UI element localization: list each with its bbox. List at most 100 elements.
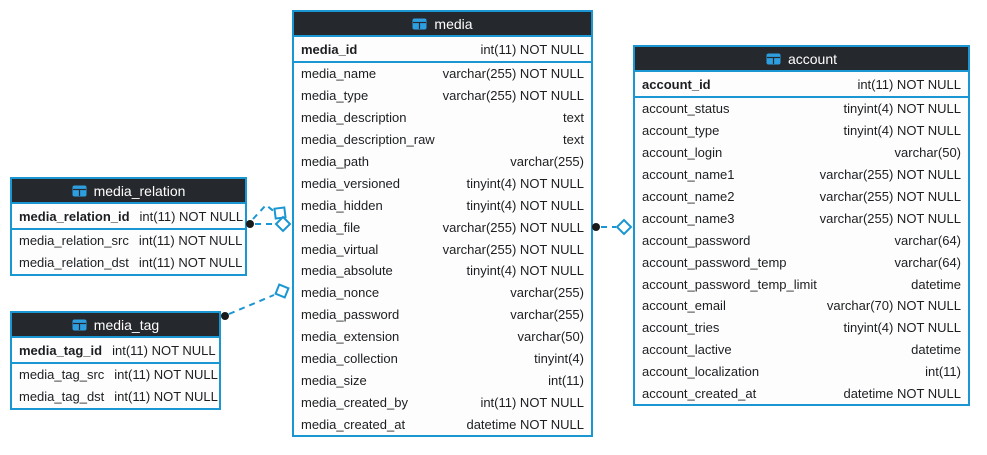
table-row[interactable]: account_name2 varchar(255) NOT NULL [635,186,968,208]
field-name: media_type [301,88,369,104]
field-name: account_type [642,123,720,139]
field-name: account_created_at [642,386,757,402]
field-name: media_versioned [301,175,401,191]
table-row[interactable]: media_tag_src int(11) NOT NULL [12,364,219,386]
field-name: media_absolute [301,263,393,279]
relationship-diamond [273,206,287,220]
relationship-line [252,203,277,220]
field-type: varchar(255) [510,307,584,323]
field-type: varchar(255) NOT NULL [442,66,584,82]
field-name: account_email [642,298,726,314]
field-type: varchar(255) [510,285,584,301]
table-row[interactable]: account_name3 varchar(255) NOT NULL [635,207,968,229]
field-name: account_lactive [642,342,732,358]
field-name: media_tag_src [19,367,105,383]
relationship-diamond [274,215,292,233]
field-type: datetime [911,342,961,358]
field-type: varchar(255) NOT NULL [819,210,961,226]
table-row[interactable]: account_lactive datetime [635,339,968,361]
field-name: account_localization [642,364,760,380]
table-row[interactable]: account_localization int(11) [635,361,968,383]
field-type: varchar(64) [894,232,961,248]
field-type: varchar(70) NOT NULL [826,298,961,314]
table-row[interactable]: media_name varchar(255) NOT NULL [294,63,591,85]
relationship-media-relation-media [246,203,292,233]
relationship-dot [592,223,600,231]
table-title: media [434,15,473,32]
field-type: varchar(255) NOT NULL [819,189,961,204]
table-header[interactable]: media [294,12,591,37]
field-type: int(11) NOT NULL [480,394,584,410]
field-type: int(11) [548,372,584,388]
field-name: account_name3 [642,210,735,226]
field-type: int(11) [925,364,961,380]
table-icon [72,185,87,196]
field-name: account_status [642,101,730,117]
field-type: tinyint(4) NOT NULL [466,175,584,191]
field-type: datetime [911,276,961,292]
field-type: varchar(255) NOT NULL [442,88,584,104]
field-type: varchar(64) [894,254,961,270]
table-header[interactable]: media_tag [12,313,219,338]
field-name: media_created_at [301,416,406,432]
field-name: media_name [301,66,377,82]
field-name: account_name2 [642,189,735,204]
field-type: text [563,132,584,148]
table-icon [412,18,427,29]
table-icon [72,319,87,330]
field-type: tinyint(4) [534,351,584,367]
table-title: account [787,50,838,67]
field-name: media_tag_id [19,342,103,358]
table-header[interactable]: media_relation [12,179,245,204]
table-row-primary-key[interactable]: media_tag_id int(11) NOT NULL [12,338,219,364]
table-row[interactable]: account_email varchar(70) NOT NULL [635,295,968,317]
field-name: account_login [642,145,723,161]
field-name: media_size [301,372,367,388]
table-header[interactable]: account [635,47,968,72]
field-name: media_id [301,41,358,57]
table-row[interactable]: media_versioned tinyint(4) NOT NULL [294,172,591,194]
table-row[interactable]: media_type varchar(255) NOT NULL [294,85,591,107]
field-name: account_tries [642,320,720,336]
field-name: media_relation_id [19,208,130,224]
field-type: int(11) NOT NULL [114,367,218,383]
table-row[interactable]: media_size int(11) [294,369,591,391]
field-type: int(11) NOT NULL [112,342,216,358]
table-title: media_relation [93,182,186,199]
